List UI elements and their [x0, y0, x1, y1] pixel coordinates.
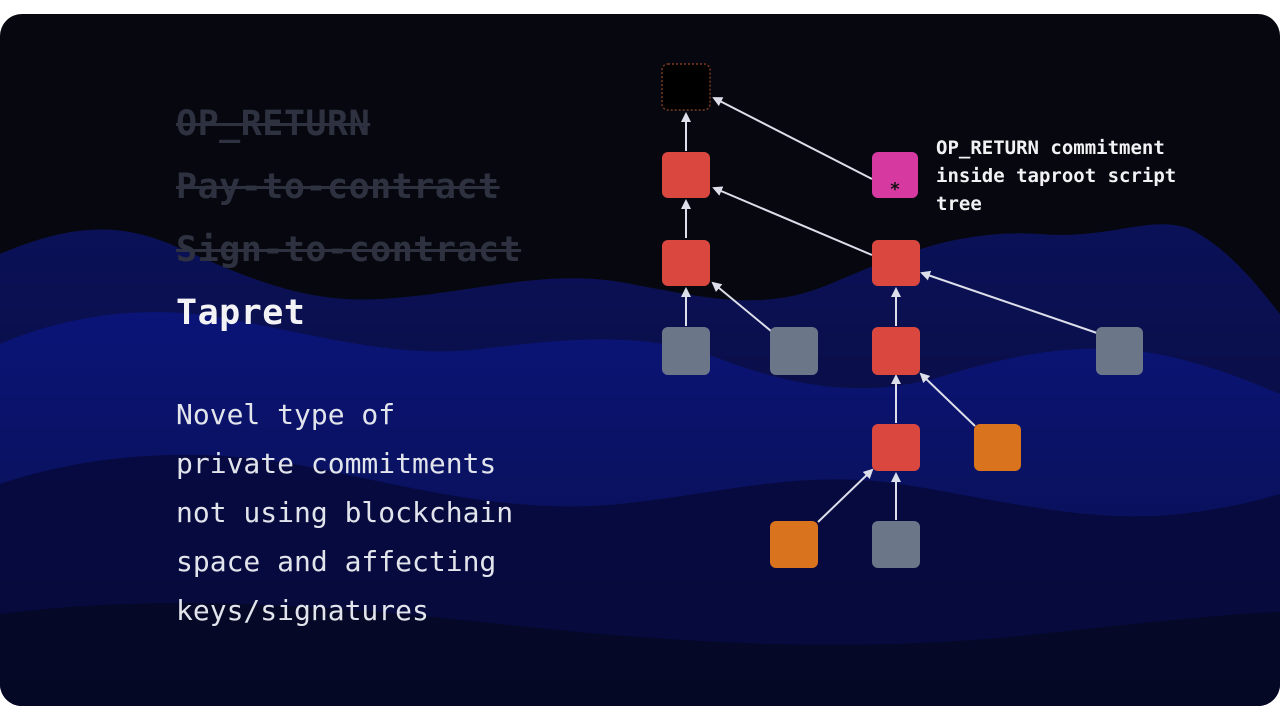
branch-node [662, 152, 710, 198]
branch-node [872, 327, 920, 375]
leaf-node-gray [872, 521, 920, 568]
description-line: space and affecting [176, 545, 497, 578]
description-line: keys/signatures [176, 594, 429, 627]
technique-tapret: Tapret [176, 293, 306, 333]
wave-bottom-shade [0, 603, 1280, 706]
leaf-node-orange [974, 424, 1021, 471]
leaf-node-gray [1096, 327, 1143, 375]
edge [817, 468, 874, 523]
technique-op-return: OP_RETURN [176, 104, 371, 144]
edge [920, 270, 1098, 334]
callout-line: tree [936, 193, 982, 215]
edge [712, 97, 873, 180]
leaf-node-gray [662, 327, 710, 375]
technique-pay-to-contract: Pay-to-contract [176, 167, 500, 207]
callout-line: inside taproot script [936, 165, 1177, 187]
slide: OP_RETURN Pay-to-contract Sign-to-contra… [0, 14, 1280, 706]
branch-node [662, 240, 710, 286]
technique-list: OP_RETURN Pay-to-contract Sign-to-contra… [176, 100, 521, 352]
commitment-callout: OP_RETURN commitment inside taproot scri… [936, 134, 1236, 218]
branch-node [872, 240, 920, 286]
edge [712, 186, 873, 256]
technique-sign-to-contract: Sign-to-contract [176, 230, 522, 270]
edge [711, 281, 772, 332]
description-line: private commitments [176, 447, 497, 480]
commitment-node [872, 152, 918, 198]
branch-node [872, 424, 920, 471]
tree-edges [681, 97, 1098, 523]
leaf-node-gray [770, 327, 818, 375]
taproot-tree-diagram [661, 63, 1143, 568]
description-line: not using blockchain [176, 496, 514, 529]
leaf-node-orange [770, 521, 818, 568]
tapret-description: Novel type of private commitments not us… [176, 390, 596, 635]
description-line: Novel type of [176, 398, 396, 431]
edge [919, 372, 976, 427]
callout-line: OP_RETURN commitment [936, 137, 1165, 159]
root-node [661, 63, 711, 111]
tree-nodes [661, 63, 1143, 568]
